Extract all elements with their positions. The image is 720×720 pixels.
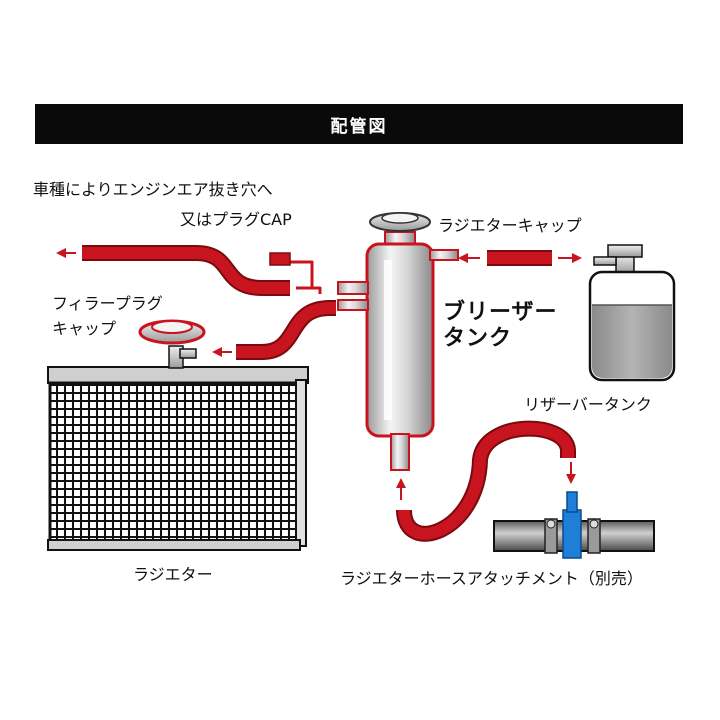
- filler-plug-label: フィラープラグ キャップ: [52, 292, 163, 342]
- reserve-tank-fluid: [592, 305, 672, 378]
- hose-attachment-label: ラジエターホースアタッチメント（別売）: [340, 569, 643, 588]
- arrow-filler-left: [212, 347, 232, 357]
- filler-plug-top: [151, 320, 193, 334]
- breather-line2: タンク: [443, 326, 513, 352]
- breather-tank-label: ブリーザー タンク: [443, 300, 558, 353]
- clamp-screw-right: [589, 519, 599, 529]
- filler-plug-line2: キャップ: [52, 318, 117, 338]
- engine-note-line1: 車種によりエンジンエア抜き穴へ: [33, 180, 273, 199]
- radiator-label: ラジエター: [133, 565, 213, 584]
- breather-tank-inlet-lower: [337, 299, 369, 311]
- arrow-reserve-left: [458, 253, 480, 263]
- radiator-bottom-tank: [47, 539, 301, 551]
- arrow-reserve-right: [558, 253, 582, 263]
- breather-tank-inlet-upper: [337, 281, 369, 295]
- attachment-nipple: [566, 491, 578, 513]
- reserve-tank-nipple: [593, 256, 617, 266]
- arrow-attachment-down: [566, 462, 576, 484]
- filler-plug-nipple: [179, 348, 197, 359]
- breather-tank-body: [365, 242, 435, 438]
- attachment-body: [562, 509, 582, 559]
- plug-cap-label: 又はプラグCAP: [180, 210, 292, 230]
- reserve-tank: [588, 244, 676, 382]
- arrow-breather-up: [396, 478, 406, 500]
- clamp-screw-left: [546, 519, 556, 529]
- breather-tank-drain: [390, 433, 410, 471]
- diagram-title: 配管図: [35, 104, 683, 144]
- breather-tank: [337, 212, 459, 471]
- hose-clamp-right: [587, 518, 601, 554]
- radiator-core: [48, 381, 300, 545]
- hose-attachment: [493, 491, 655, 559]
- flow-arrows: [56, 248, 582, 500]
- breather-tank-outlet-top: [429, 249, 459, 261]
- engine-note-line2: 又はプラグCAP: [180, 210, 292, 229]
- hose-clamp-left: [544, 518, 558, 554]
- reserve-tank-cap: [607, 244, 643, 258]
- filler-plug-cap: [138, 319, 206, 369]
- hose-engine-line-fill: [82, 247, 290, 294]
- radiator-cap-label: ラジエターキャップ: [438, 216, 582, 235]
- plug-cap-block: [269, 252, 291, 266]
- breather-tank-highlight: [384, 260, 392, 420]
- hose-filler-line-fill: [236, 302, 336, 358]
- breather-tank-cap-top: [381, 212, 419, 224]
- arrow-engine-left: [56, 248, 76, 258]
- breather-line1: ブリーザー: [443, 300, 558, 325]
- engine-note-label: 車種によりエンジンエア抜き穴へ: [33, 180, 273, 200]
- radiator-side-right: [295, 379, 307, 547]
- hoses: [82, 245, 576, 542]
- hose-loop-line-fill: [398, 422, 574, 540]
- reserve-tank-label: リザーバータンク: [524, 395, 652, 414]
- plug-cap-connector: [290, 260, 314, 288]
- radiator: [47, 366, 309, 551]
- radiator-top-tank: [47, 366, 309, 384]
- plug-cap-connector-2: [296, 286, 322, 294]
- filler-plug-line1: フィラープラグ: [52, 294, 163, 313]
